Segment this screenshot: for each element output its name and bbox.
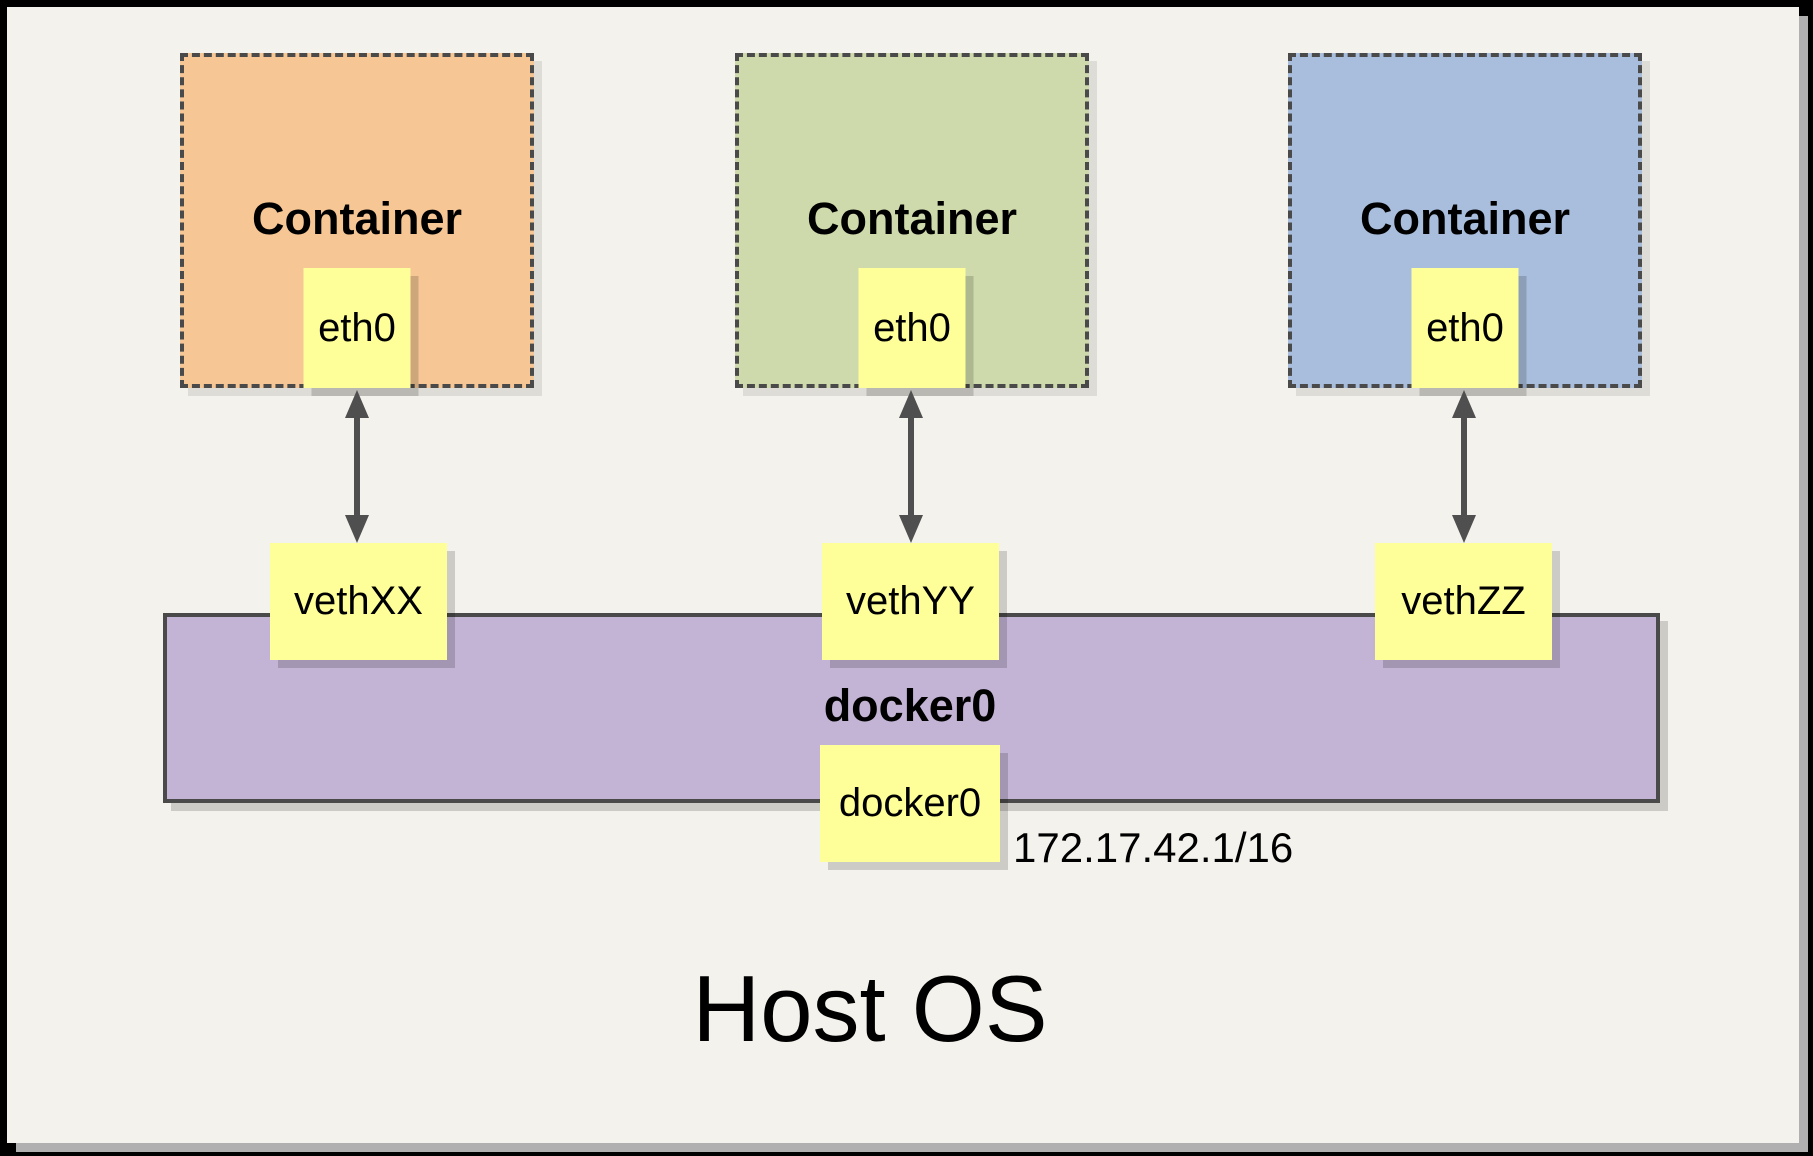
container-2-label: Container <box>806 193 1017 244</box>
vethYY-node: vethYY <box>822 543 999 660</box>
container-3-label: Container <box>1359 193 1570 244</box>
docker0-ip-label: 172.17.42.1/16 <box>1013 824 1294 871</box>
container-1-label: Container <box>251 193 462 244</box>
container-3-eth0-node: eth0 <box>1411 268 1519 388</box>
docker0-bridge-label: docker0 <box>823 680 997 731</box>
vethXX-node: vethXX <box>270 543 447 660</box>
container-box-3: Container eth0 <box>1288 53 1642 388</box>
arrow-eth0-vethZZ <box>1448 389 1480 544</box>
container-2-eth0-node: eth0 <box>858 268 966 388</box>
double-arrow-icon <box>345 390 369 543</box>
docker0-interface-node: docker0 <box>820 745 1000 862</box>
vethZZ-node: vethZZ <box>1375 543 1552 660</box>
double-arrow-icon <box>899 390 923 543</box>
container-box-2: Container eth0 <box>735 53 1089 388</box>
arrow-eth0-vethYY <box>895 389 927 544</box>
arrow-eth0-vethXX <box>341 389 373 544</box>
host-os-title: Host OS <box>692 956 1048 1061</box>
container-1-eth0-node: eth0 <box>303 268 411 388</box>
double-arrow-icon <box>1452 390 1476 543</box>
container-box-1: Container eth0 <box>180 53 534 388</box>
